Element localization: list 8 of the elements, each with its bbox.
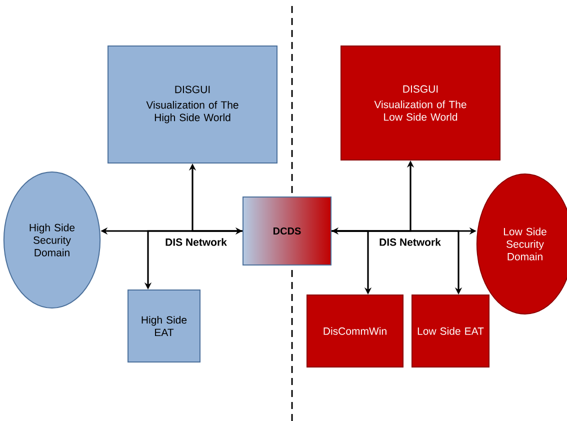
gateway-box: DCDS	[242, 196, 332, 266]
process-box: Low Side EAT	[412, 294, 490, 368]
process-box: DisCommWin	[306, 294, 404, 368]
edge-label: DIS Network	[164, 237, 228, 247]
edge-label: DIS Network	[378, 237, 442, 247]
process-box: DISGUI Visualization of The High Side World	[108, 46, 278, 164]
process-box: High Side EAT	[128, 290, 200, 362]
process-box: DISGUI Visualization of The Low Side World	[340, 46, 500, 160]
